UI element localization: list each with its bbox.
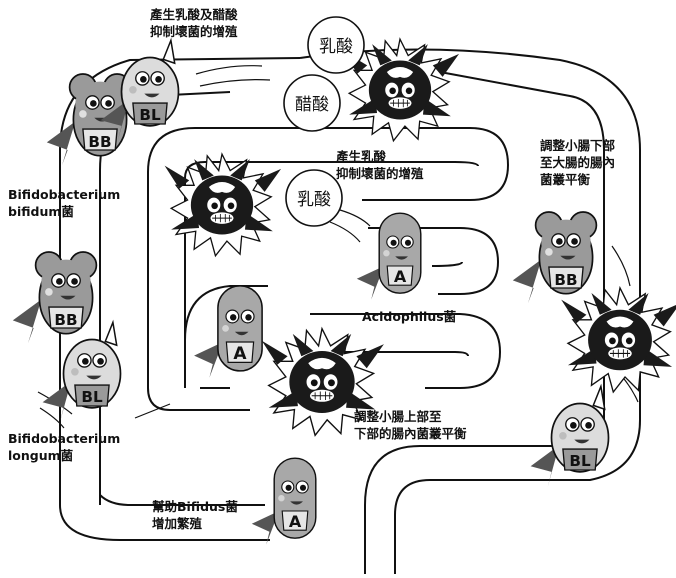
acidophilus-mascot-left: A [193,285,263,379]
svg-text:BB: BB [54,311,77,329]
longum-mascot-top: BL [99,39,180,142]
bifidum-mascot-left: BB [11,251,98,345]
bifidum-mascot-right: BB [511,211,598,305]
svg-text:A: A [394,267,407,286]
acetic-acid-label: 醋酸 [295,95,329,115]
bad-bacteria-right [560,287,676,393]
svg-text:BB: BB [88,133,111,151]
longum-mascot-right: BL [529,385,610,488]
svg-text:BL: BL [569,452,591,470]
svg-text:BL: BL [139,106,161,124]
lactic-acid-bubble-inner: 乳酸 [285,169,343,227]
intestine-outline [59,48,641,574]
bottom-effect-label: 幫助Bifidus菌增加繁殖 [152,499,238,531]
svg-text:A: A [289,512,302,531]
center-effect-label: 調整小腸上部至下部的腸內菌叢平衡 [354,409,467,441]
bifidum-mascot-top: BB [45,73,132,167]
top-effect-label: 產生乳酸及醋酸抑制壞菌的增殖 [150,7,238,39]
longum-mascot-left: BL [41,321,122,424]
svg-text:A: A [233,344,247,364]
acidophilus-mascot-inner: A [356,212,422,301]
bad-bacteria-inner-left [164,153,282,257]
svg-text:BL: BL [81,388,103,406]
inner-effect-label: 產生乳酸抑制壞菌的增殖 [336,149,424,181]
acidophilus-mascot-bottom: A [251,457,317,546]
right-effect-label: 調整小腸下部至大腸的腸內菌叢平衡 [540,138,616,187]
lactic-acid-label: 乳酸 [297,190,331,210]
acidophilus-label: Acidophilus菌 [362,309,457,324]
acetic-acid-bubble: 醋酸 [283,74,341,132]
lactic-acid-bubble-top: 乳酸 [307,16,365,74]
lactic-acid-label: 乳酸 [319,37,353,57]
svg-text:BB: BB [554,271,577,289]
